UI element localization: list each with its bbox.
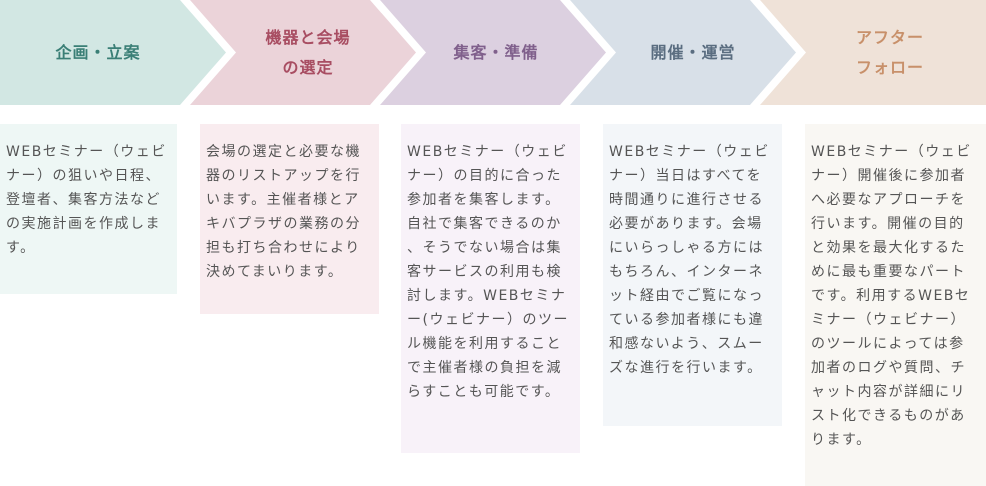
- step-description-5: WEBセミナー（ウェビ ナー）開催後に参加者 へ必要なアプローチを 行います。開…: [805, 124, 986, 486]
- step-title-3: 集客・準備: [406, 0, 586, 105]
- chevron-step-3: [380, 0, 606, 105]
- step-title-1: 企画・立案: [0, 0, 196, 105]
- step-description-1: WEBセミナー（ウェビ ナー）の狙いや日程、 登壇者、集客方法など の実施計画を…: [0, 124, 177, 294]
- step-description-3: WEBセミナー（ウェビ ナー）の目的に合った 参加者を集客します。 自社で集客で…: [401, 124, 580, 453]
- step-title-5-line-2: フォロー: [855, 57, 924, 77]
- step-title-4-line: 開催・運営: [650, 42, 736, 62]
- step-title-2-line-2: の選定: [282, 57, 334, 77]
- chevron-step-5: [760, 0, 986, 105]
- step-title-4: 開催・運営: [603, 0, 783, 105]
- step-title-5: アフター フォロー: [800, 0, 980, 105]
- step-title-3-line: 集客・準備: [453, 42, 539, 62]
- step-title-2-line-1: 機器と会場: [265, 27, 351, 47]
- step-description-4: WEBセミナー（ウェビ ナー）当日はすべてを 時間通りに進行させる 必要がありま…: [603, 124, 782, 426]
- step-title-2: 機器と会場 の選定: [218, 0, 398, 105]
- chevron-step-4: [570, 0, 796, 105]
- step-title-5-line-1: アフター: [855, 27, 924, 47]
- chevron-step-2: [190, 0, 416, 105]
- process-chevron-bar: [0, 0, 986, 105]
- chevron-step-1: [0, 0, 226, 105]
- step-title-1-line: 企画・立案: [55, 42, 141, 62]
- step-description-2: 会場の選定と必要な機 器のリストアップを行 います。主催者様とア キバプラザの業…: [200, 124, 379, 314]
